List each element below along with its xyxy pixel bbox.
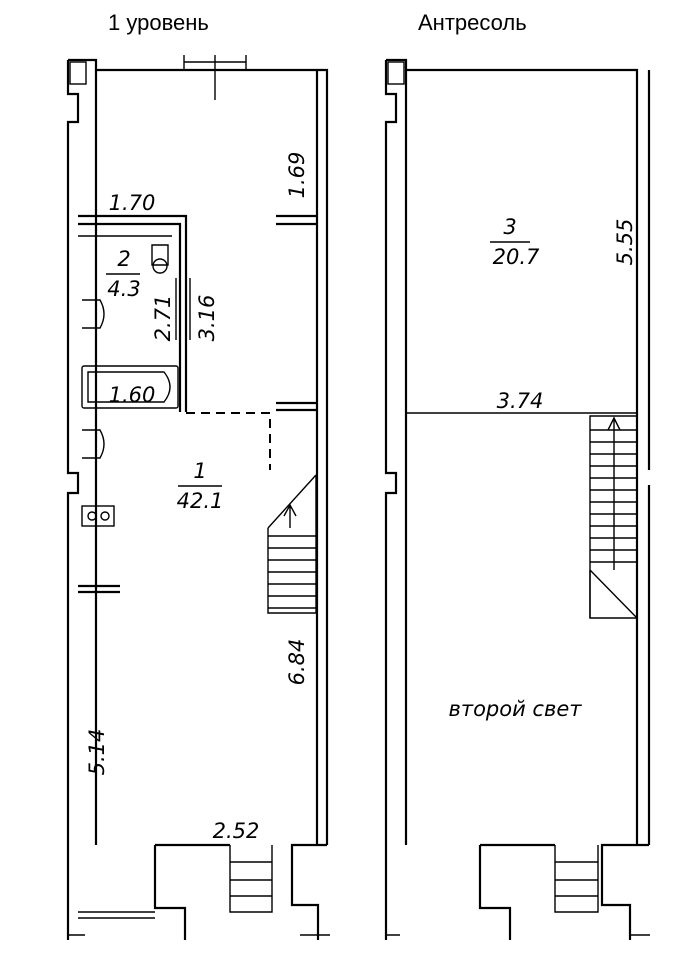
mezzanine-plan: Антресоль 3 20.7 5.55 3.74 [384, 10, 651, 940]
mezzanine-labels: 3 20.7 5.55 3.74 второй свет [448, 215, 637, 721]
dim-3-74: 3.74 [497, 389, 544, 413]
dim-3-16: 3.16 [195, 295, 219, 342]
mezzanine-walls [384, 58, 651, 940]
level1-labels: 1 42.1 2 4.3 1.70 1.69 2.71 3.16 1.60 6.… [85, 152, 309, 843]
dim-5-55: 5.55 [613, 219, 637, 266]
room-3-area: 20.7 [493, 245, 540, 269]
dim-1-69: 1.69 [285, 152, 309, 199]
level1-title: 1 уровень [108, 10, 209, 35]
room-1-area: 42.1 [177, 489, 224, 513]
room-2-area: 4.3 [107, 277, 140, 301]
second-light-note: второй свет [448, 697, 582, 721]
room-3-number: 3 [503, 215, 516, 239]
dim-1-60: 1.60 [109, 383, 156, 407]
level1-plan: 1 уровень [66, 10, 330, 940]
room-1-number: 1 [193, 459, 206, 483]
dim-1-70: 1.70 [109, 191, 156, 215]
dim-6-84: 6.84 [285, 639, 309, 686]
room-2-number: 2 [117, 247, 130, 271]
dim-2-52: 2.52 [213, 819, 260, 843]
level1-fixtures [81, 244, 317, 614]
dim-5-14: 5.14 [85, 729, 109, 776]
dim-2-71: 2.71 [151, 295, 175, 342]
level1-walls [66, 55, 330, 940]
mezzanine-title: Антресоль [418, 10, 527, 35]
